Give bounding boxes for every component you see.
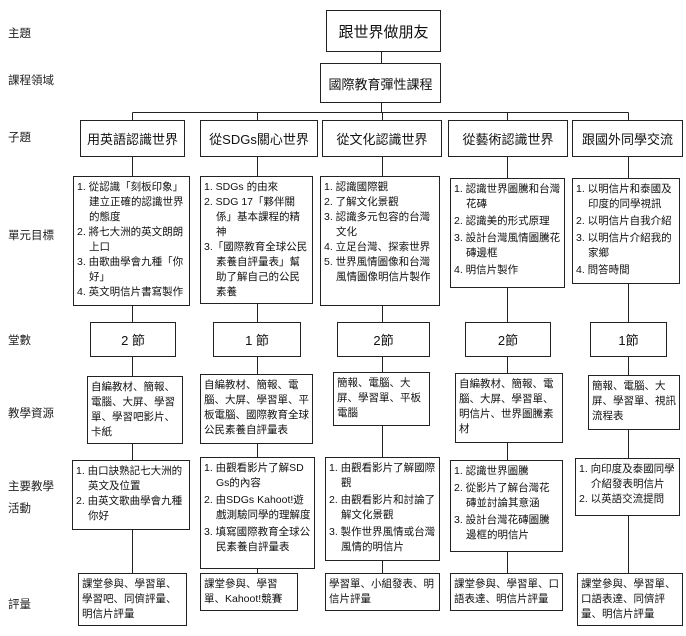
goal-item: 1. 從認識「刻板印象」建立正確的認識世界的態度 [77, 181, 184, 223]
goal-item: 1. 以明信片和泰國及印度的同學視訊 [576, 183, 672, 210]
subtopic-box-1: 用英語認識世界 [80, 120, 185, 157]
activity-item: 2. 從影片了解台灣花磚並討論其意涵 [454, 482, 550, 509]
goals-box-1: 1. 從認識「刻板印象」建立正確的認識世界的態度 2. 將七大洲的英文朗朗上口 … [73, 176, 190, 306]
course-domain-box: 國際教育彈性課程 [320, 63, 441, 103]
subtopic-box-4: 從藝術認識世界 [448, 120, 568, 157]
row-label-goals: 單元目標 [8, 230, 54, 242]
resources-box-4: 自編教材、簡報、電腦、大屏、學習單、明信片、世界圖騰素材 [455, 373, 563, 443]
goal-item: 2. SDG 17「夥伴關係」基本課程的精神 [204, 196, 300, 238]
assessment-box-2: 課堂參與、學習單、Kahoot!競賽 [200, 573, 298, 611]
goal-item: 3. 設計台灣風情圖騰花磚邊框 [454, 232, 561, 259]
activity-item: 1. 向印度及泰國同學介紹發表明信片 [579, 463, 675, 490]
goals-box-3: 1. 認識國際觀 2. 了解文化景觀 3. 認識多元包容的台灣文化 4. 立足台… [320, 176, 440, 306]
resources-box-5: 簡報、電腦、大屏、學習單、視訊流程表 [588, 375, 680, 430]
activities-box-4: 1. 認識世界圖騰 2. 從影片了解台灣花磚並討論其意涵 3. 設計台灣花磚圖騰… [450, 460, 563, 552]
activity-item: 3. 設計台灣花磚圖騰邊框的明信片 [454, 514, 550, 541]
row-label-topic: 主題 [8, 28, 31, 40]
goal-item: 4. 明信片製作 [454, 264, 519, 276]
goal-item: 3. 認識多元包容的台灣文化 [324, 211, 431, 238]
goal-item: 3. 由歌曲學會九種「你好」 [77, 256, 184, 283]
activity-item: 2. 由SDGs Kahoot!遊戲測驗同學的理解度 [204, 494, 311, 521]
assessment-box-3: 學習單、小組發表、明信片評量 [325, 573, 440, 611]
activity-item: 3. 填寫國際教育全球公民素養自評量表 [204, 526, 311, 553]
goal-item: 4. 英文明信片書寫製作 [77, 286, 184, 298]
assessment-box-1: 課堂參與、學習單、學習吧、同儕評量、明信片評量 [78, 573, 187, 626]
sessions-box-5: 1節 [590, 322, 667, 357]
activities-box-5: 1. 向印度及泰國同學介紹發表明信片 2. 以英語交流提問 [575, 458, 680, 516]
goal-item: 3. 以明信片介紹我的家鄉 [576, 232, 672, 259]
row-label-resources: 教學資源 [8, 408, 54, 420]
sessions-box-2: 1 節 [213, 322, 301, 357]
goal-item: 1. 認識世界圖騰和台灣花磚 [454, 183, 561, 210]
sessions-box-3: 2節 [337, 322, 430, 357]
resources-box-3: 簡報、電腦、大屏、學習單、平板電腦 [333, 372, 430, 426]
subtopic-box-5: 跟國外同學交流 [572, 120, 683, 157]
activity-item: 1. 由觀看影片了解國際觀 [329, 462, 436, 489]
goal-item: 4. 立足台灣、探索世界 [324, 241, 431, 253]
assessment-box-5: 課堂參與、學習單、口語表達、同儕評量、明信片評量 [577, 573, 683, 626]
row-label-course-domain: 課程領域 [8, 75, 54, 87]
resources-box-1: 自編教材、簡報、電腦、大屏、學習單、學習吧影片、卡紙 [87, 376, 183, 444]
assessment-box-4: 課堂參與、學習單、口語表達、明信片評量 [450, 573, 563, 611]
row-label-activities: 主要教學活動 [8, 481, 54, 515]
activity-item: 2. 由英文歌曲學會九種你好 [76, 495, 183, 522]
row-label-subtopic: 子題 [8, 132, 31, 144]
goals-box-4: 1. 認識世界圖騰和台灣花磚 2. 認識美的形式原理 3. 設計台灣風情圖騰花磚… [450, 178, 565, 288]
activities-box-1: 1. 由口訣熟記七大洲的英文及位置 2. 由英文歌曲學會九種你好 [72, 460, 190, 530]
goals-box-5: 1. 以明信片和泰國及印度的同學視訊 2. 以明信片自我介紹 3. 以明信片介紹… [572, 178, 680, 284]
activity-item: 1. 由觀看影片了解SDGs的內容 [204, 462, 304, 489]
goal-item: 1. SDGs 的由來 [204, 181, 279, 193]
goal-item: 5. 世界風情圖像和台灣風情圖像明信片製作 [324, 256, 431, 283]
sessions-box-4: 2節 [465, 322, 551, 357]
goal-item: 3.「國際教育全球公民素養自評量表」幫助了解自己的公民素養 [204, 241, 308, 298]
goal-item: 4. 問答時間 [576, 264, 630, 276]
goal-item: 2. 認識美的形式原理 [454, 215, 550, 227]
activity-item: 3. 製作世界風情或台灣風情的明信片 [329, 526, 436, 553]
goals-box-2: 1. SDGs 的由來 2. SDG 17「夥伴關係」基本課程的精神 3.「國際… [200, 176, 313, 304]
row-label-sessions: 堂數 [8, 335, 31, 347]
activity-item: 1. 由口訣熟記七大洲的英文及位置 [76, 465, 183, 492]
sessions-box-1: 2 節 [90, 322, 176, 357]
activities-box-3: 1. 由觀看影片了解國際觀 2. 由觀看影片和討論了解文化景觀 3. 製作世界風… [325, 457, 440, 561]
subtopic-box-2: 從SDGs關心世界 [200, 120, 318, 157]
activity-item: 1. 認識世界圖騰 [454, 465, 529, 477]
subtopic-box-3: 從文化認識世界 [322, 120, 442, 157]
goal-item: 2. 將七大洲的英文朗朗上口 [77, 226, 184, 253]
row-label-assessment: 評量 [8, 599, 31, 611]
activity-item: 2. 由觀看影片和討論了解文化景觀 [329, 494, 436, 521]
topic-box: 跟世界做朋友 [326, 10, 441, 52]
goal-item: 2. 了解文化景觀 [324, 196, 399, 208]
activities-box-2: 1. 由觀看影片了解SDGs的內容 2. 由SDGs Kahoot!遊戲測驗同學… [200, 457, 315, 569]
goal-item: 1. 認識國際觀 [324, 181, 389, 193]
goal-item: 2. 以明信片自我介紹 [576, 215, 672, 227]
activity-item: 2. 以英語交流提問 [579, 493, 665, 505]
resources-box-2: 自編教材、簡報、電腦、大屏、學習單、平板電腦、國際教育全球公民素養自評量表 [200, 374, 313, 444]
